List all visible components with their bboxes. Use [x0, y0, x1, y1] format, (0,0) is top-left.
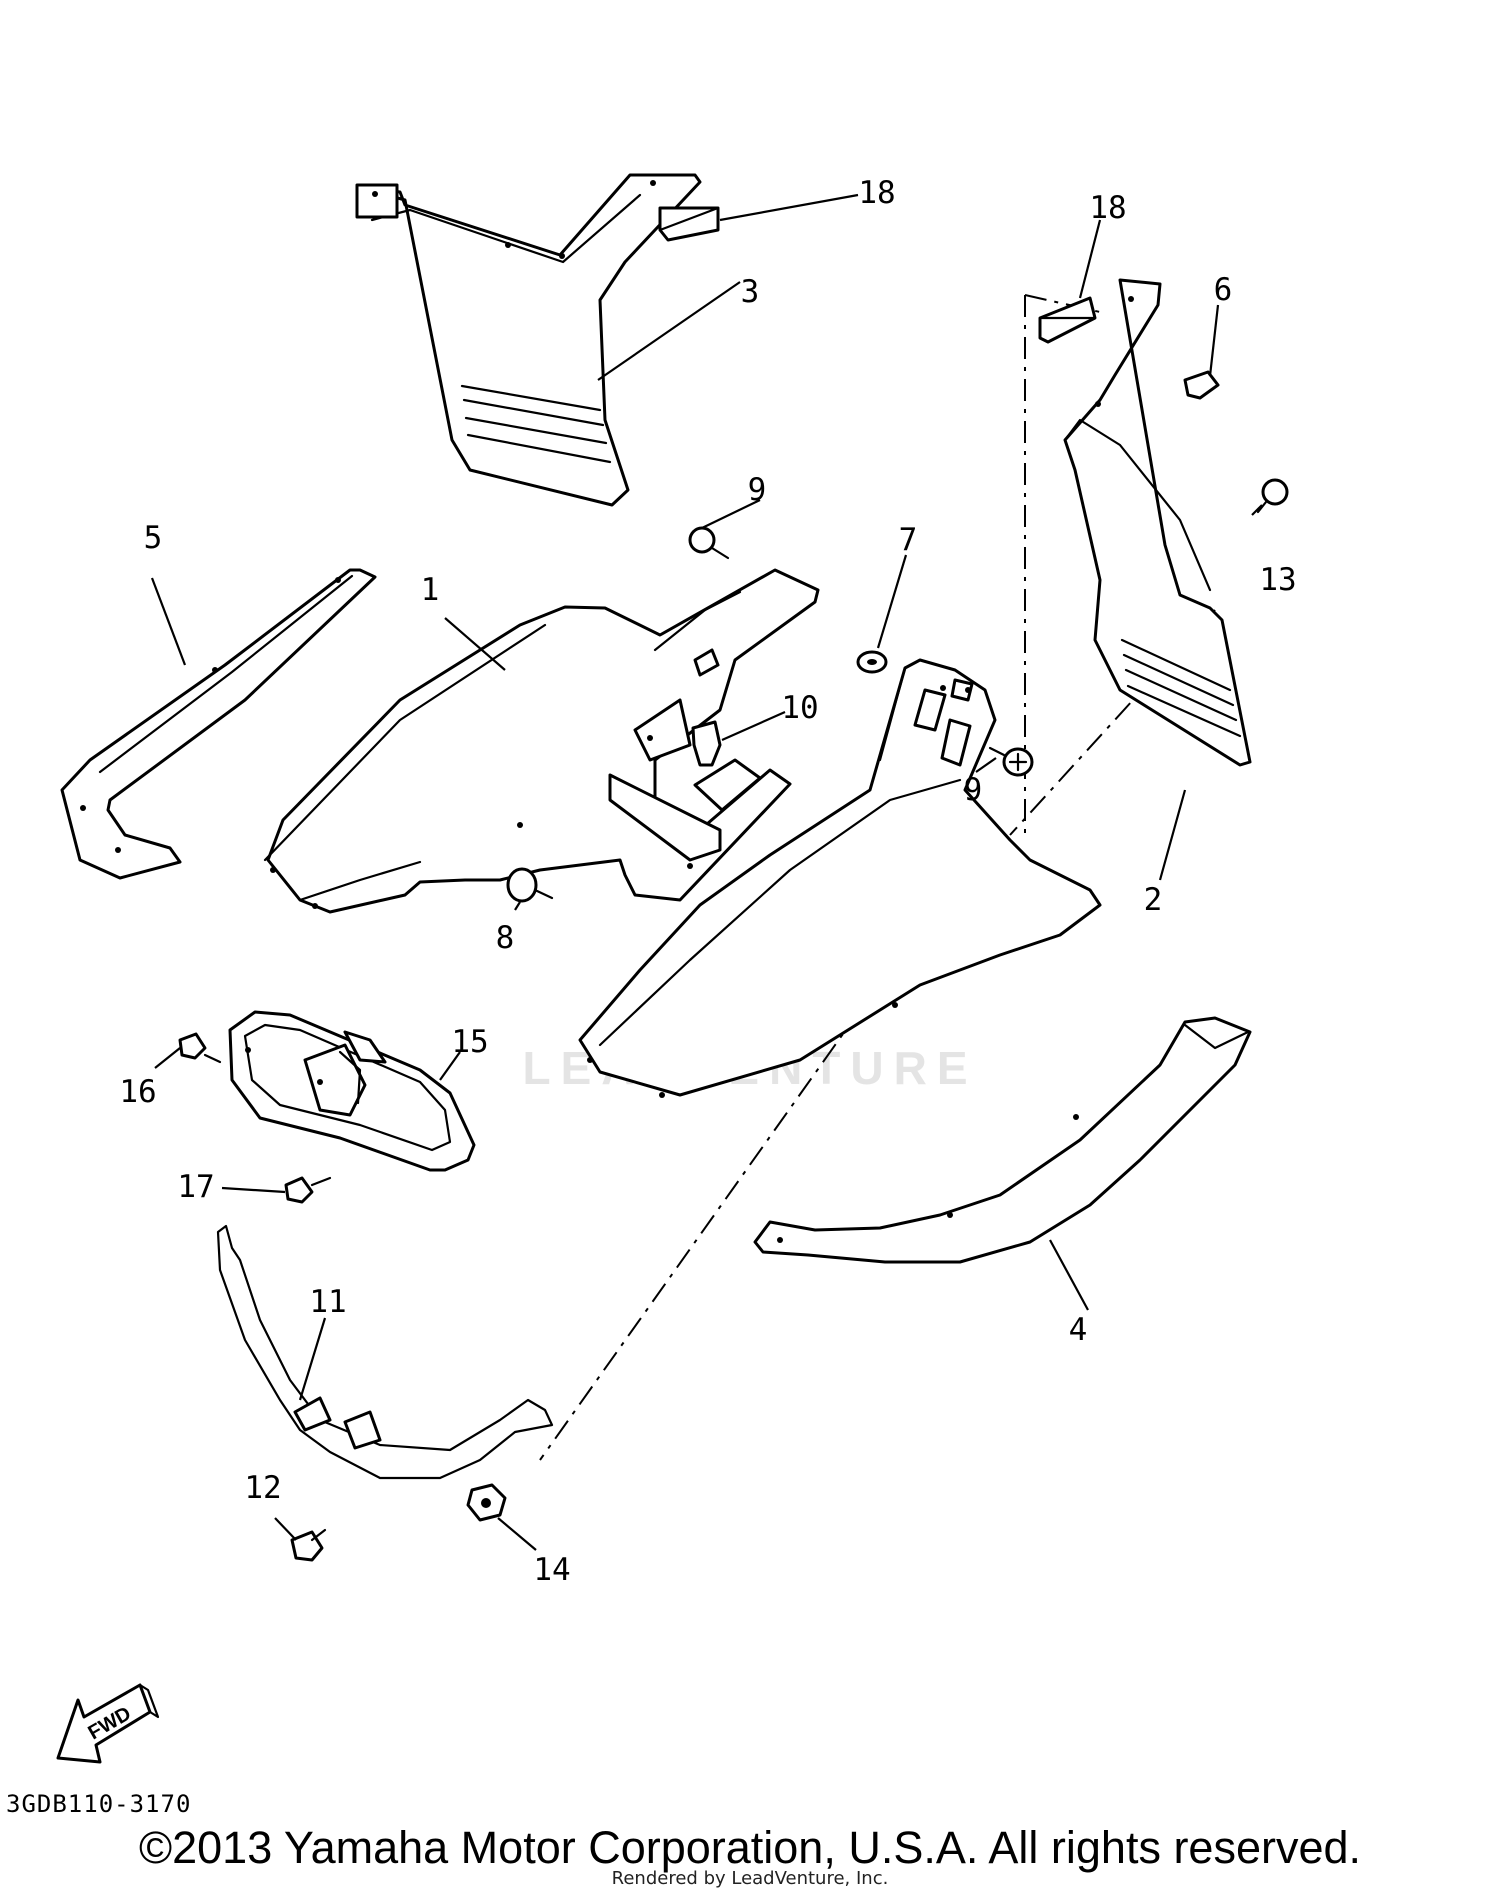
diagram-code: 3GDB110-3170: [6, 1790, 192, 1818]
callout-18-b: 18: [1089, 190, 1126, 226]
callouts: 18 18 6 3 9 7 13 5 1 10 9 2 8 15 16 17 1…: [119, 175, 1296, 1588]
part-6-bolt: [1183, 370, 1220, 400]
part-8-rivet: [506, 867, 554, 903]
part-10-clip: [691, 720, 722, 767]
callout-14: 14: [533, 1552, 570, 1588]
part-17-bolt: [284, 1176, 332, 1204]
callout-12: 12: [244, 1470, 281, 1506]
fwd-arrow-icon: FWD: [56, 1683, 160, 1764]
callout-13: 13: [1259, 562, 1296, 598]
callout-3: 3: [741, 274, 760, 310]
part-14-nut: [466, 1483, 507, 1522]
part-9-screw-a: [688, 526, 730, 560]
callout-7: 7: [899, 522, 918, 558]
part-13-bolt: [1256, 478, 1289, 514]
callout-5: 5: [144, 520, 163, 556]
callout-1: 1: [421, 572, 440, 608]
rendered-by-notice: Rendered by LeadVenture, Inc.: [611, 1868, 889, 1889]
callout-2: 2: [1144, 882, 1163, 918]
callout-4: 4: [1069, 1312, 1088, 1348]
part-12-bolt: [290, 1528, 327, 1562]
part-15-headlight-bracket: [228, 1010, 476, 1172]
part-18-pad-left: [658, 206, 720, 242]
callout-10: 10: [781, 690, 818, 726]
callout-6: 6: [1214, 272, 1233, 308]
copyright-notice: ©2013 Yamaha Motor Corporation, U.S.A. A…: [138, 1822, 1362, 1873]
part-2-side-cover-right: [1063, 278, 1252, 767]
callout-15: 15: [451, 1024, 488, 1060]
callout-11: 11: [309, 1284, 346, 1320]
part-3-side-cover-left: [355, 173, 702, 507]
part-1-front-fender: [263, 568, 820, 914]
callout-9-b: 9: [964, 772, 983, 808]
part-1-front-panel: [578, 658, 1102, 1098]
part-5-mudflap-left: [60, 568, 377, 880]
part-18-pad-right: [1038, 296, 1097, 344]
part-9-screw-b: [988, 746, 1034, 777]
callout-8: 8: [496, 920, 515, 956]
part-4-mudflap-right: [753, 1016, 1252, 1264]
part-16-bolt: [178, 1032, 222, 1064]
callout-9-a: 9: [748, 472, 767, 508]
callout-18-a: 18: [858, 175, 895, 211]
callout-17: 17: [177, 1169, 214, 1205]
part-7-washer: [856, 650, 888, 674]
part-11-stay: [216, 1224, 554, 1480]
callout-16: 16: [119, 1074, 156, 1110]
leader-lines: [150, 193, 1263, 1551]
